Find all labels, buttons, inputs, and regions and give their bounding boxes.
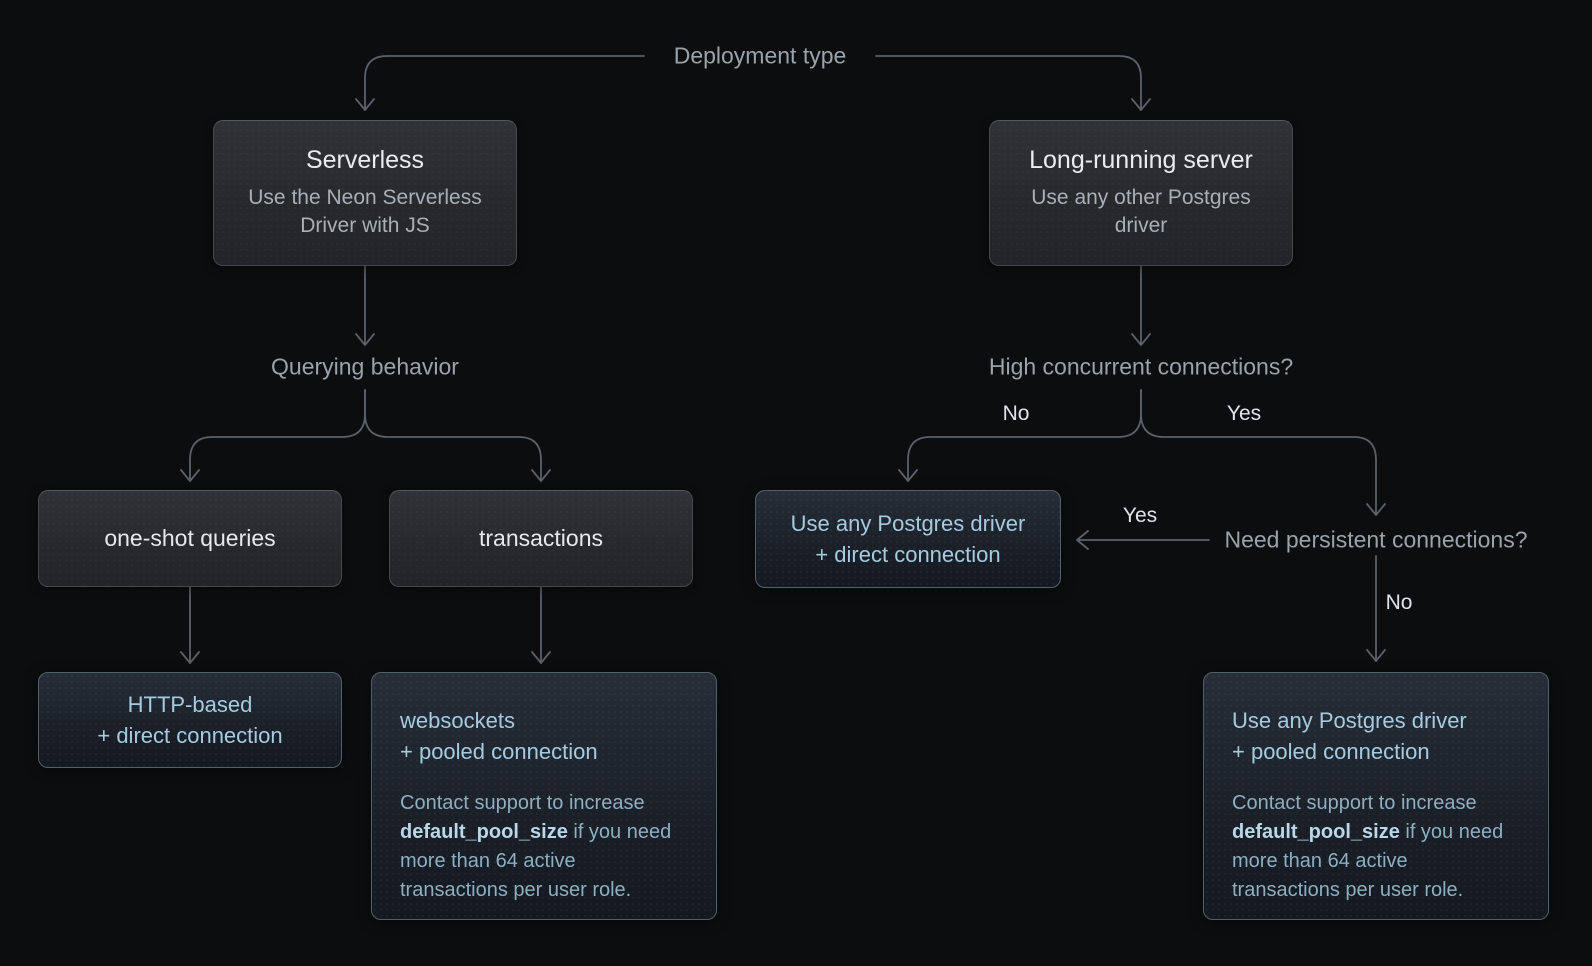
branch-label-no: No (1002, 402, 1030, 425)
connector-querying-to-one-shot (180, 389, 366, 482)
label-need-persistent-connections: Need persistent connections? (1224, 526, 1528, 553)
connector-deployment-to-serverless (355, 55, 645, 111)
connector-group (180, 55, 1386, 664)
label-deployment-type: Deployment type (673, 42, 847, 69)
connector-persistent-yes-to-direct (1076, 530, 1210, 550)
node-websockets: websockets + pooled connection Contact s… (371, 672, 717, 920)
node-one-shot-label: one-shot queries (104, 525, 276, 551)
node-transactions-label: transactions (478, 525, 603, 551)
label-querying-behavior: Querying behavior (271, 353, 459, 380)
node-pooled-driver-note: Contact support to increase default_pool… (1232, 789, 1520, 905)
connector-serverless-to-querying (355, 265, 375, 346)
connector-persistent-no-to-pooled (1366, 555, 1386, 662)
note-pool-size-code: default_pool_size (400, 821, 568, 844)
connector-one-shot-to-http (180, 586, 200, 664)
node-long-running-server: Long-running server Use any other Postgr… (989, 120, 1293, 266)
node-direct-driver: Use any Postgres driver + direct connect… (755, 490, 1061, 588)
note-text-suffix: if you need more than 64 active transact… (1232, 821, 1504, 902)
branch-label-yes-back: Yes (1122, 504, 1158, 527)
note-text-suffix: if you need more than 64 active transact… (400, 821, 672, 902)
note-text-prefix: Contact support to increase (400, 792, 645, 815)
node-http-based-line2: + direct connection (97, 723, 283, 748)
node-pooled-driver: Use any Postgres driver + pooled connect… (1203, 672, 1549, 920)
node-websockets-line1: websockets (400, 708, 515, 733)
branch-label-no-down: No (1385, 591, 1413, 614)
node-serverless-title: Serverless (305, 145, 425, 174)
node-long-running-title: Long-running server (1029, 145, 1253, 174)
node-websockets-line2: + pooled connection (400, 739, 598, 765)
node-one-shot-queries: one-shot queries (38, 490, 342, 587)
node-http-based: HTTP-based + direct connection (38, 672, 342, 768)
node-pooled-driver-line1: Use any Postgres driver (1232, 708, 1467, 733)
node-direct-driver-line1: Use any Postgres driver (790, 510, 1026, 536)
node-long-running-subtitle: Use any other Postgres driver (1031, 185, 1251, 237)
connector-transactions-to-websockets (531, 586, 551, 664)
node-serverless: Serverless Use the Neon Serverless Drive… (213, 120, 517, 266)
connector-high-concurrent-no-to-direct (898, 389, 1142, 482)
node-http-based-line1: HTTP-based (127, 691, 253, 717)
node-transactions: transactions (389, 490, 693, 587)
connector-deployment-to-long-running (875, 55, 1151, 111)
note-text-prefix: Contact support to increase (1232, 792, 1477, 815)
node-pooled-driver-line2: + pooled connection (1232, 739, 1430, 765)
connector-long-running-to-high-concurrent (1131, 265, 1151, 346)
note-pool-size-code: default_pool_size (1232, 821, 1400, 844)
branch-label-yes: Yes (1226, 402, 1262, 425)
node-direct-driver-line2: + direct connection (815, 542, 1001, 567)
connector-querying-to-transactions (364, 389, 551, 482)
node-serverless-subtitle: Use the Neon Serverless Driver with JS (248, 185, 482, 237)
node-websockets-note: Contact support to increase default_pool… (400, 789, 688, 905)
connector-high-concurrent-yes-to-persistent (1140, 389, 1386, 516)
label-high-concurrent-connections: High concurrent connections? (988, 353, 1294, 380)
